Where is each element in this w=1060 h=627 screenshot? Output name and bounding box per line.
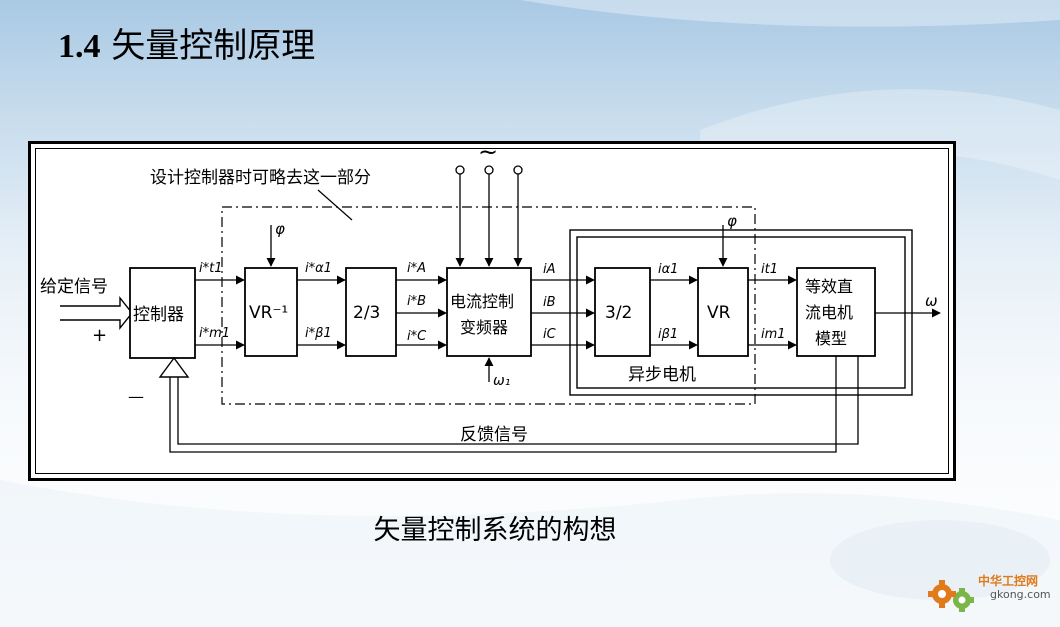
- two-three-block: [345, 267, 397, 357]
- feedback-arrowhead: [158, 356, 190, 378]
- inverter-block: [446, 267, 532, 357]
- input-label: 给定信号: [40, 277, 108, 297]
- signal-it1-star: i*t1: [199, 261, 222, 276]
- omit-boundary: [221, 206, 756, 405]
- dc-model-label-1: 等效直: [805, 277, 853, 296]
- input-arrow: [60, 296, 133, 330]
- signal-ib1: iβ1: [658, 327, 678, 342]
- vr-label: VR: [707, 303, 731, 323]
- two-three-label: 2/3: [353, 303, 380, 323]
- diagram-caption: 矢量控制系统的构想: [373, 515, 617, 546]
- signal-im1: im1: [761, 327, 786, 342]
- vr-inverse-block: [244, 267, 298, 357]
- feedback-label: 反馈信号: [460, 425, 528, 445]
- controller-label: 控制器: [133, 305, 184, 325]
- signal-ib1-star: i*β1: [305, 326, 332, 341]
- signal-ia1: iα1: [658, 262, 678, 277]
- logo-text-cn: 中华工控网: [978, 574, 1039, 588]
- signal-iB: iB: [543, 295, 556, 310]
- omega-label: ω: [925, 292, 938, 310]
- note-text: 设计控制器时可略去这一部分: [150, 168, 371, 188]
- gear-icon: [928, 580, 974, 612]
- feedback-inner-wire: [177, 356, 859, 445]
- signal-ia1-star: i*α1: [305, 261, 332, 276]
- signal-iC-star: i*C: [407, 329, 427, 344]
- motor-label: 异步电机: [628, 365, 696, 385]
- inverter-label-1: 电流控制: [450, 292, 514, 311]
- vr-block: [697, 267, 749, 357]
- dc-model-label-3: 模型: [815, 329, 847, 348]
- signal-it1: it1: [761, 262, 778, 277]
- supply-terminal-1: [455, 165, 465, 175]
- signal-iB-star: i*B: [407, 294, 426, 309]
- signal-im1-star: i*m1: [199, 326, 230, 341]
- phi-label-2: φ: [727, 212, 737, 230]
- title-number: 1.4: [58, 28, 101, 65]
- dc-model-label-2: 流电机: [805, 303, 853, 322]
- diagram-frame-inner: [35, 148, 949, 474]
- inverter-label-2: 变频器: [460, 318, 508, 337]
- supply-terminal-2: [484, 165, 494, 175]
- controller-block: [129, 267, 196, 359]
- title-text: 矢量控制原理: [111, 26, 316, 66]
- signal-iA: iA: [543, 262, 556, 277]
- signal-iC: iC: [543, 327, 557, 342]
- dc-model-block: [796, 267, 876, 357]
- slide-title: 1.4 矢量控制原理: [58, 18, 315, 67]
- omega1-label: ω₁: [493, 373, 510, 389]
- ac-tilde: ~: [478, 138, 498, 166]
- phi-label-1: φ: [275, 220, 285, 238]
- three-two-label: 3/2: [605, 303, 632, 323]
- supply-terminal-3: [513, 165, 523, 175]
- vr-inverse-label: VR⁻¹: [249, 303, 288, 323]
- minus-sign: —: [128, 387, 144, 406]
- gkong-logo: [928, 580, 974, 612]
- logo-text-en: gkong.com: [990, 588, 1051, 601]
- three-two-block: [594, 267, 651, 357]
- plus-sign: +: [92, 325, 107, 346]
- note-leader: [317, 189, 353, 221]
- signal-iA-star: i*A: [407, 261, 426, 276]
- feedback-outer-wire: [169, 356, 837, 453]
